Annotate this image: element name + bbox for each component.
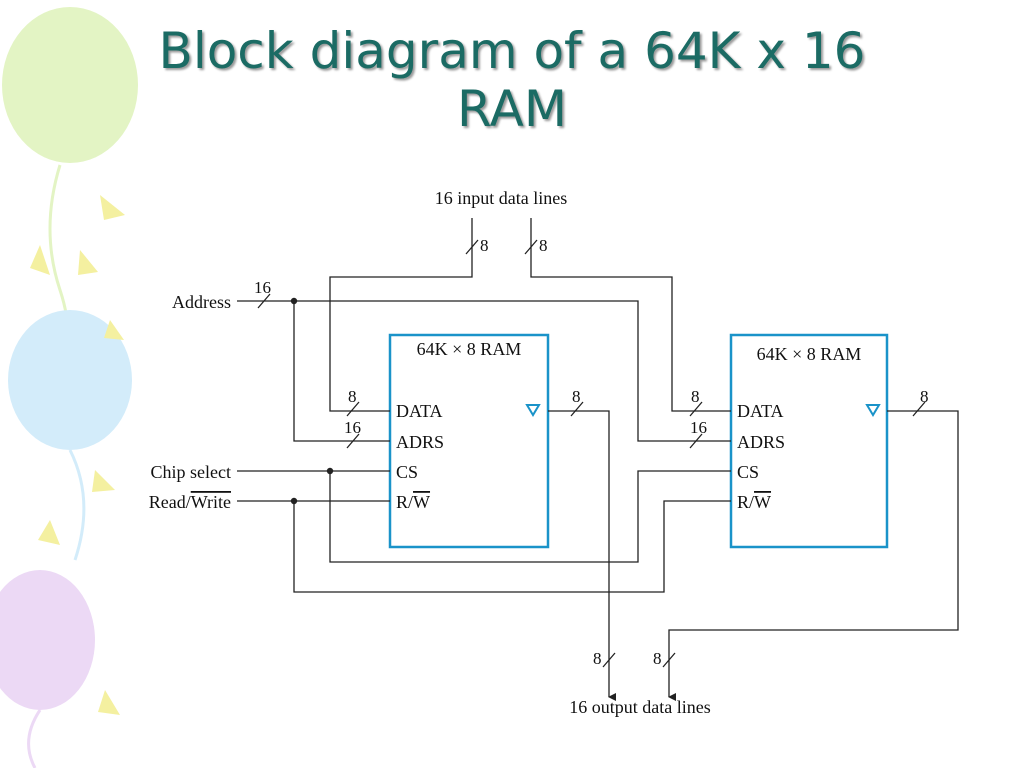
ram-chip-2-rw-r: R/ bbox=[737, 492, 754, 512]
ram-chip-2-cs-port: CS bbox=[737, 462, 759, 482]
input-data-lines-label: 16 input data lines bbox=[435, 188, 567, 208]
chip-select-label: Chip select bbox=[151, 462, 231, 482]
input-bus-low-wire bbox=[329, 218, 473, 412]
address-bus-width: 16 bbox=[254, 278, 271, 297]
chip-select-branch-wire bbox=[329, 470, 731, 563]
ram-2-adrs-tick bbox=[689, 433, 703, 449]
ram-chip-1-rw-port: R/W bbox=[396, 492, 430, 512]
ram-chip-1-box bbox=[388, 333, 550, 549]
address-label: Address bbox=[172, 292, 231, 312]
ram-chip-2-data-port: DATA bbox=[737, 401, 784, 421]
ram-chip-1-cs-port: CS bbox=[396, 462, 418, 482]
address-bus-wire bbox=[237, 300, 731, 442]
output-bus-low-tick bbox=[602, 652, 616, 668]
read-write-label-read: Read/ bbox=[149, 492, 191, 512]
ram-chip-2-adrs-port: ADRS bbox=[737, 432, 785, 452]
ram-2-adrs-width: 16 bbox=[690, 418, 707, 437]
ram-chip-2: 64K × 8 RAM DATA ADRS CS R/W bbox=[729, 333, 889, 549]
ram-2-data-out-tick bbox=[912, 401, 926, 417]
ram-chip-2-rw-port: R/W bbox=[737, 492, 771, 512]
read-write-branch-wire bbox=[293, 500, 731, 593]
ram-1-adrs-tick bbox=[346, 433, 360, 449]
output-bus-high-wire bbox=[668, 410, 959, 701]
ram-chip-1: 64K × 8 RAM DATA ADRS CS R/W bbox=[388, 333, 550, 549]
ram-chip-2-rw-w: W bbox=[754, 492, 771, 512]
input-bus-high-width: 8 bbox=[539, 236, 548, 255]
ram-chip-1-tristate-icon bbox=[525, 404, 541, 417]
output-bus-high-tick bbox=[662, 652, 676, 668]
slide-title-line-1: Block diagram of a 64K x 16 bbox=[158, 22, 866, 80]
output-data-lines-label: 16 output data lines bbox=[569, 697, 710, 717]
output-bus-high-width: 8 bbox=[653, 649, 662, 668]
ram-chip-1-adrs-port: ADRS bbox=[396, 432, 444, 452]
blue-balloon-decoration bbox=[8, 310, 132, 561]
purple-balloon-decoration bbox=[0, 570, 95, 768]
read-write-label: Read/Write bbox=[149, 492, 231, 512]
output-bus-low-wire bbox=[548, 410, 616, 701]
ram-1-data-in-width: 8 bbox=[348, 387, 357, 406]
ram-chip-2-title: 64K × 8 RAM bbox=[757, 344, 862, 364]
ram-chip-1-rw-r: R/ bbox=[396, 492, 413, 512]
ram-1-data-out-width: 8 bbox=[572, 387, 581, 406]
ram-2-data-in-width: 8 bbox=[691, 387, 700, 406]
ram-chip-1-rw-w: W bbox=[413, 492, 430, 512]
slide-title-line-2: RAM bbox=[456, 80, 568, 138]
output-bus-low-width: 8 bbox=[593, 649, 602, 668]
ram-1-adrs-width: 16 bbox=[344, 418, 361, 437]
address-bus-tick bbox=[257, 293, 271, 309]
input-bus-high-tick bbox=[524, 239, 538, 255]
ram-2-data-in-tick bbox=[689, 401, 703, 417]
input-bus-high-wire bbox=[530, 218, 731, 412]
confetti-decoration bbox=[30, 195, 125, 715]
ram-chip-2-box bbox=[729, 333, 889, 549]
read-write-label-write: Write bbox=[191, 492, 231, 512]
input-bus-low-tick bbox=[465, 239, 479, 255]
slide-title: Block diagram of a 64K x 16 RAM bbox=[0, 22, 1024, 138]
ram-chip-2-tristate-icon bbox=[865, 404, 881, 417]
ram-chip-1-data-port: DATA bbox=[396, 401, 443, 421]
ram-chip-1-title: 64K × 8 RAM bbox=[417, 339, 522, 359]
address-branch-wire bbox=[293, 301, 390, 442]
ram-2-data-out-width: 8 bbox=[920, 387, 929, 406]
ram-1-data-in-tick bbox=[346, 401, 360, 417]
input-bus-low-width: 8 bbox=[480, 236, 489, 255]
ram-1-data-out-tick bbox=[570, 401, 584, 417]
